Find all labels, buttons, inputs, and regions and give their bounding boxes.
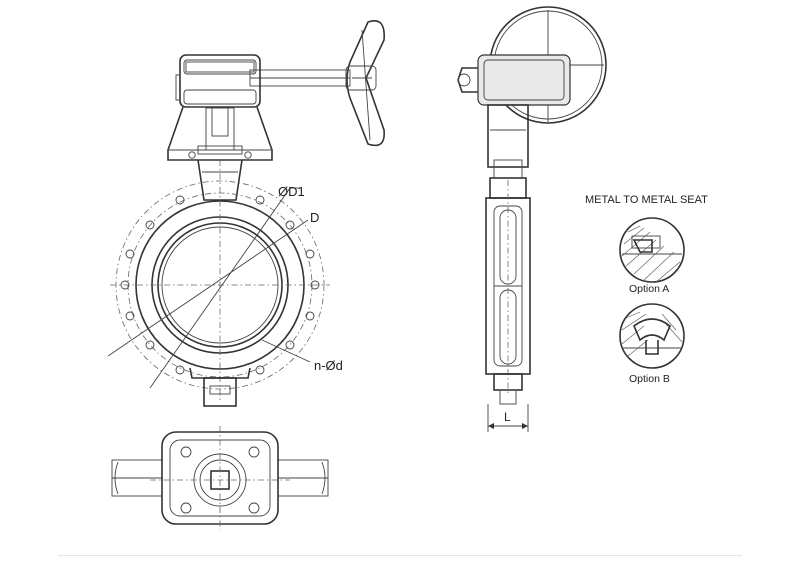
option-b-label: Option B [629,373,670,385]
side-view [457,6,607,432]
detail-option-a [619,217,685,283]
label-bolts: n-Ød [314,358,343,373]
option-a-label: Option A [629,283,669,295]
detail-option-b [619,303,685,369]
top-view [111,426,329,530]
yoke-bracket [167,106,273,161]
gearbox-front [175,54,261,108]
seat-title: METAL TO METAL SEAT [585,194,708,206]
label-length: L [504,410,511,424]
footer-divider [58,555,742,556]
label-d: D [310,210,319,225]
handwheel-front [345,20,385,147]
label-d1: ØD1 [278,184,305,199]
front-view [107,20,385,407]
